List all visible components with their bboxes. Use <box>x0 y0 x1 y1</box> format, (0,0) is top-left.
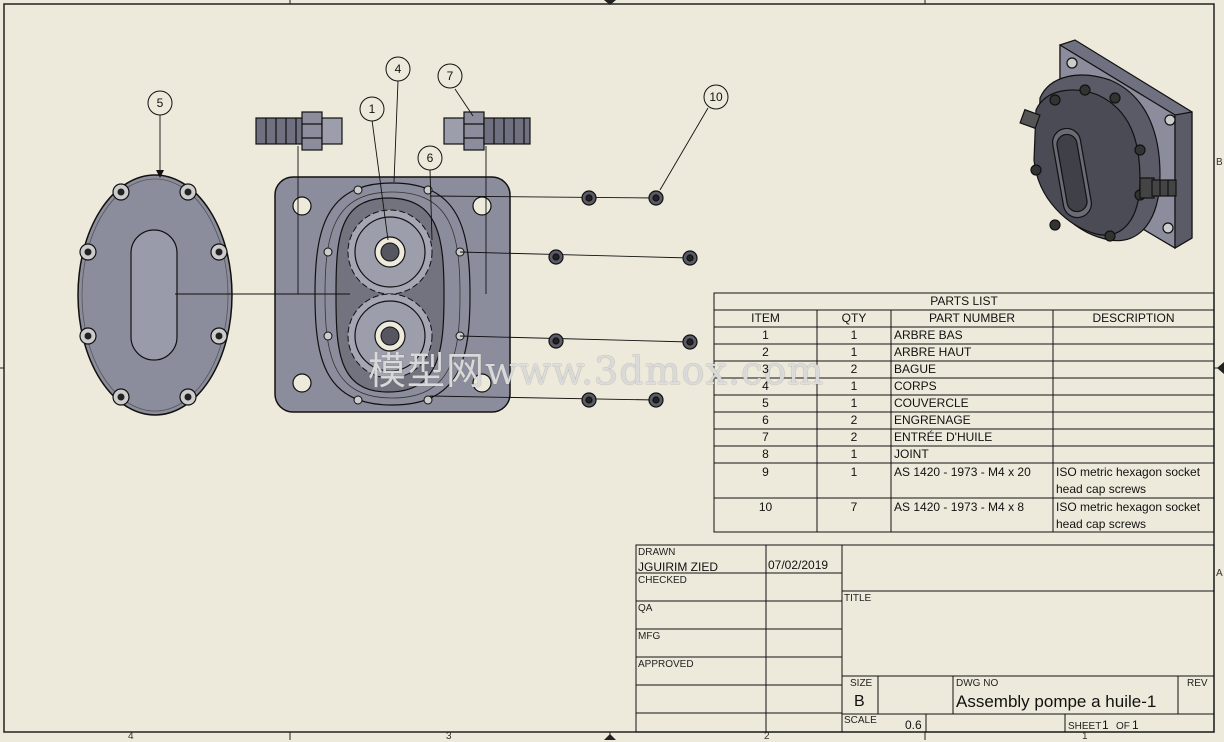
row-qty: 2 <box>850 430 858 444</box>
sheet-label: SHEET <box>1068 721 1102 732</box>
zone-bottom-1: 1 <box>1082 731 1088 742</box>
row-qty: 1 <box>850 396 858 410</box>
centering-arrow-right <box>1217 362 1224 374</box>
row-part-number: COUVERCLE <box>894 396 969 410</box>
row-qty: 1 <box>850 447 858 461</box>
mfg-label: MFG <box>638 631 661 642</box>
col-header-part-number: PART NUMBER <box>928 311 1015 325</box>
row-item: 1 <box>762 328 769 342</box>
row-qty: 2 <box>850 413 858 427</box>
title-block-grid <box>635 544 1215 733</box>
row-item: 3 <box>762 362 769 376</box>
col-header-description: DESCRIPTION <box>1092 311 1175 325</box>
balloon-4: 4 <box>395 62 402 76</box>
parts-list-title: PARTS LIST <box>930 294 998 308</box>
qa-label: QA <box>638 603 653 614</box>
row-qty: 2 <box>850 362 858 376</box>
sheet-value: 1 <box>1102 718 1109 732</box>
title-label: TITLE <box>844 593 872 604</box>
row-qty: 1 <box>850 328 858 342</box>
dwg-no-value: Assembly pompe a huile-1 <box>956 692 1157 711</box>
scale-value: 0.6 <box>905 718 922 732</box>
explode-lines <box>175 146 691 401</box>
row-part-number: BAGUE <box>894 362 937 376</box>
row-part-number: AS 1420 - 1973 - M4 x 8 <box>894 500 1025 514</box>
row-item: 8 <box>762 447 769 461</box>
balloon-7: 7 <box>447 69 454 83</box>
size-value: B <box>854 693 865 710</box>
balloon-leaders <box>159 80 709 241</box>
cover-part <box>77 174 233 416</box>
row-part-number: AS 1420 - 1973 - M4 x 20 <box>894 465 1031 479</box>
centering-arrow-top <box>604 0 616 5</box>
isometric-view <box>1019 39 1193 250</box>
row-part-number: ARBRE HAUT <box>894 345 972 359</box>
rev-label: REV <box>1187 678 1208 689</box>
row-item: 9 <box>762 465 769 479</box>
approved-label: APPROVED <box>638 659 694 670</box>
oil-inlet-right <box>443 111 531 151</box>
row-qty: 1 <box>850 465 858 479</box>
row-part-number: ENGRENAGE <box>894 413 971 427</box>
of-value: 1 <box>1132 718 1139 732</box>
size-label: SIZE <box>850 678 873 689</box>
row-part-number: CORPS <box>894 379 937 393</box>
row-qty: 1 <box>850 345 858 359</box>
col-header-item: ITEM <box>751 311 780 325</box>
row-part-number: ENTRÉE D'HUILE <box>894 430 993 444</box>
row-qty: 1 <box>850 379 858 393</box>
row-item: 5 <box>762 396 769 410</box>
row-part-number: JOINT <box>894 447 929 461</box>
balloon-circles <box>147 56 729 171</box>
centering-arrow-bottom <box>604 734 616 740</box>
balloon-1: 1 <box>369 102 376 116</box>
zone-bottom-4: 4 <box>128 731 134 742</box>
gear-lower <box>347 293 433 379</box>
body-part <box>274 176 511 413</box>
zone-bottom-3: 3 <box>446 731 452 742</box>
screws <box>548 190 698 408</box>
row-item: 2 <box>762 345 769 359</box>
row-part-number: ARBRE BAS <box>894 328 963 342</box>
balloon-10: 10 <box>709 90 723 104</box>
gear-upper <box>347 209 433 295</box>
parts-list-grid <box>713 292 1215 533</box>
col-header-qty: QTY <box>841 311 867 325</box>
row-description: ISO metric hexagon socket head cap screw… <box>1056 500 1201 531</box>
balloon-arrowheads <box>156 170 164 178</box>
scale-label: SCALE <box>844 715 877 726</box>
drawn-by-value: JGUIRIM ZIED <box>638 560 718 574</box>
watermark: 模型网www.3dmox.com <box>368 349 825 393</box>
row-item: 4 <box>762 379 769 393</box>
zone-top-3: 3 <box>446 0 452 3</box>
balloon-5: 5 <box>157 96 164 110</box>
of-label: OF <box>1116 721 1130 732</box>
row-item: 10 <box>758 500 773 514</box>
drawn-date-value: 07/02/2019 <box>768 558 829 572</box>
row-qty: 7 <box>850 500 858 514</box>
zone-bottom-2: 2 <box>764 731 770 742</box>
row-item: 6 <box>762 413 769 427</box>
oil-inlet-left <box>255 111 343 151</box>
drawn-label: DRAWN <box>638 547 676 558</box>
zone-right-a: A <box>1216 568 1223 579</box>
dwg-no-label: DWG NO <box>956 678 999 689</box>
balloon-6: 6 <box>427 151 434 165</box>
row-description: ISO metric hexagon socket head cap screw… <box>1056 465 1201 496</box>
row-item: 7 <box>762 430 769 444</box>
checked-label: CHECKED <box>638 575 687 586</box>
zone-right-b: B <box>1216 157 1223 168</box>
